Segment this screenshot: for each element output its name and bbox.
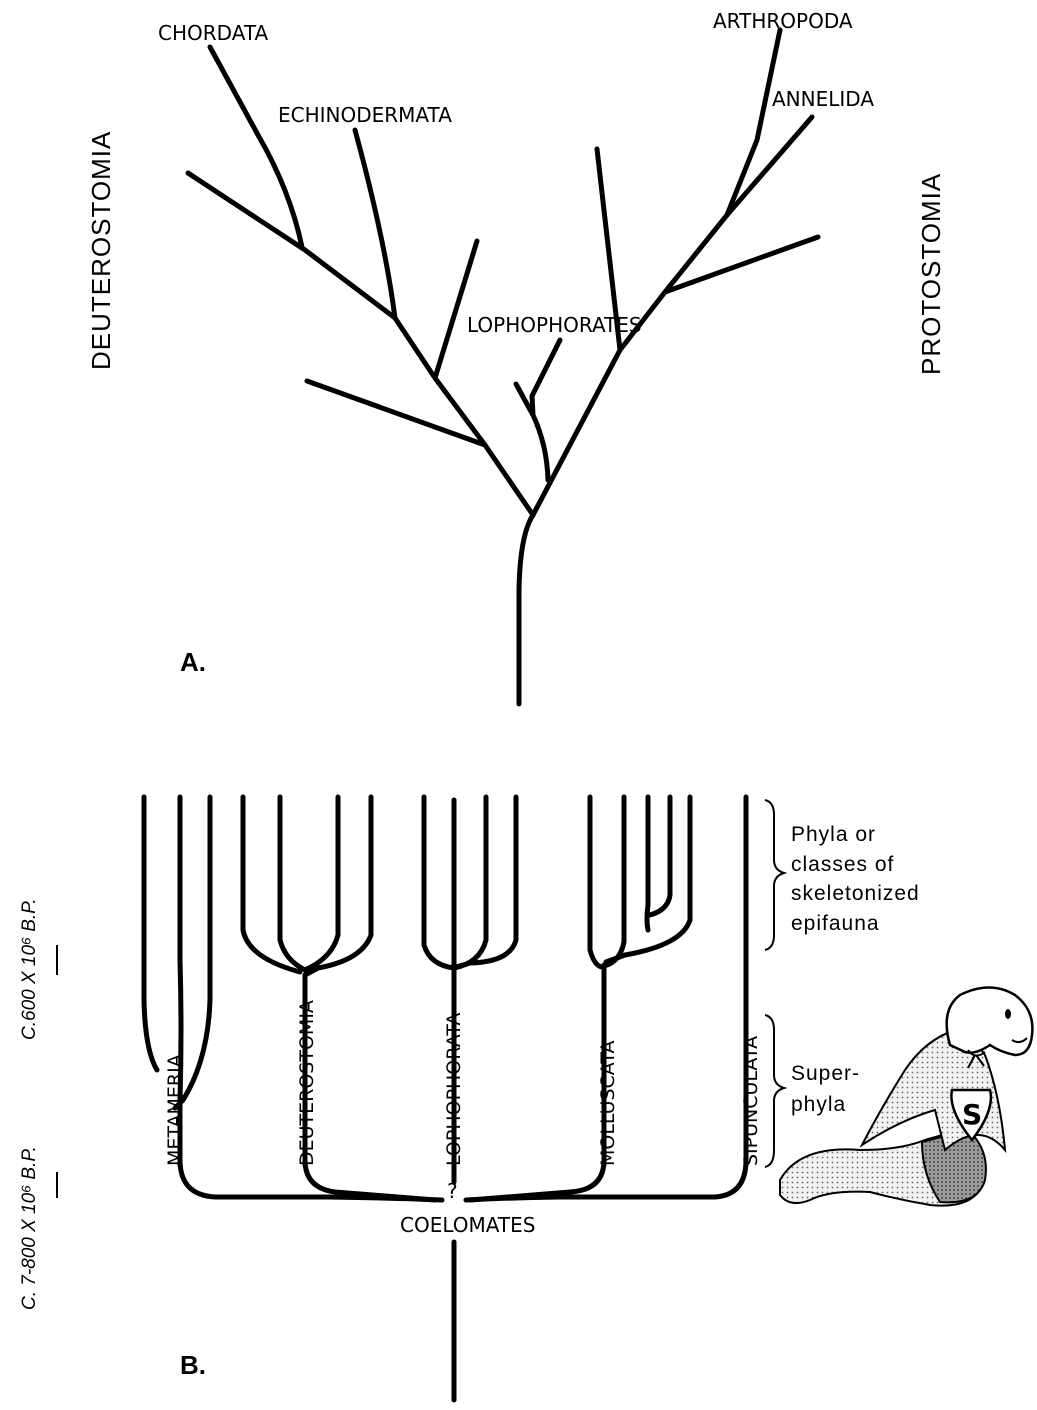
mollusc-branch-1 bbox=[590, 797, 604, 967]
mascot-head bbox=[947, 988, 1033, 1056]
deutero-branch-3 bbox=[305, 797, 338, 970]
label-chordata: CHORDATA bbox=[158, 21, 268, 45]
panel-b-label: B. bbox=[180, 1350, 206, 1380]
deutero-branch-1 bbox=[243, 797, 300, 972]
bracket-top-line-3: skeletonized bbox=[791, 882, 920, 905]
label-deuterostomia-side: DEUTEROSTOMIA bbox=[86, 131, 116, 370]
uncertain-mark: ? bbox=[447, 1179, 458, 1203]
panel-a-tree bbox=[188, 30, 818, 704]
lopho-branch-2 bbox=[454, 797, 486, 968]
bracket-bottom-line-1: Super- bbox=[791, 1062, 860, 1085]
mascot-emblem-letter: S bbox=[962, 1098, 982, 1131]
branch-lophophorates bbox=[516, 340, 560, 480]
bracket-top-line-2: classes of bbox=[791, 853, 894, 876]
trunk-a bbox=[519, 515, 533, 704]
metameria-branch-1 bbox=[144, 797, 157, 1070]
label-sipunculata: SIPUNCULATA bbox=[740, 1036, 762, 1166]
label-coelomates: COELOMATES bbox=[400, 1213, 535, 1237]
base-mollusc bbox=[470, 1160, 604, 1200]
mollusc-branch-3 bbox=[647, 797, 648, 930]
panel-a-label: A. bbox=[180, 647, 206, 677]
mascot-eye bbox=[1005, 1009, 1011, 1019]
label-lophophorata: LOPHOPHORATA bbox=[443, 1013, 465, 1166]
brace-top bbox=[765, 800, 784, 950]
base-deutero bbox=[305, 1160, 435, 1200]
time-label-upper: C.600 X 10⁶ B.P. bbox=[19, 898, 40, 1040]
branch-protostomia bbox=[533, 30, 780, 515]
mollusc-branch-2 bbox=[604, 797, 624, 966]
panel-a-labels: CHORDATA ECHINODERMATA LOPHOPHORATES ART… bbox=[86, 9, 946, 677]
label-arthropoda: ARTHROPODA bbox=[713, 9, 853, 33]
label-annelida: ANNELIDA bbox=[772, 87, 874, 111]
mollusc-branch-4 bbox=[650, 797, 670, 915]
label-deuterostomia: DEUTEROSTOMIA bbox=[296, 1000, 318, 1166]
brace-bottom bbox=[765, 1015, 784, 1167]
time-label-lower: C. 7-800 X 10⁶ B.P. bbox=[19, 1146, 40, 1310]
label-lophophorates: LOPHOPHORATES bbox=[467, 313, 642, 337]
bracket-top-line-1: Phyla or bbox=[791, 823, 876, 846]
bracket-bottom-line-2: phyla bbox=[791, 1093, 846, 1116]
panel-b-labels: METAMERIA DEUTEROSTOMIA LOPHOPHORATA MOL… bbox=[19, 823, 920, 1380]
deutero-branch-2 bbox=[280, 797, 305, 970]
label-molluscata: MOLLUSCATA bbox=[597, 1041, 619, 1166]
branch-annelida bbox=[727, 117, 812, 215]
branch-deuterostomia bbox=[188, 173, 533, 515]
branch-left-mid bbox=[435, 241, 477, 378]
bracket-top-line-4: epifauna bbox=[791, 912, 880, 935]
lopho-branch-1 bbox=[424, 797, 454, 968]
label-protostomia-side: PROTOSTOMIA bbox=[916, 173, 946, 375]
label-metameria: METAMERIA bbox=[164, 1054, 186, 1166]
label-echinodermata: ECHINODERMATA bbox=[278, 103, 452, 127]
